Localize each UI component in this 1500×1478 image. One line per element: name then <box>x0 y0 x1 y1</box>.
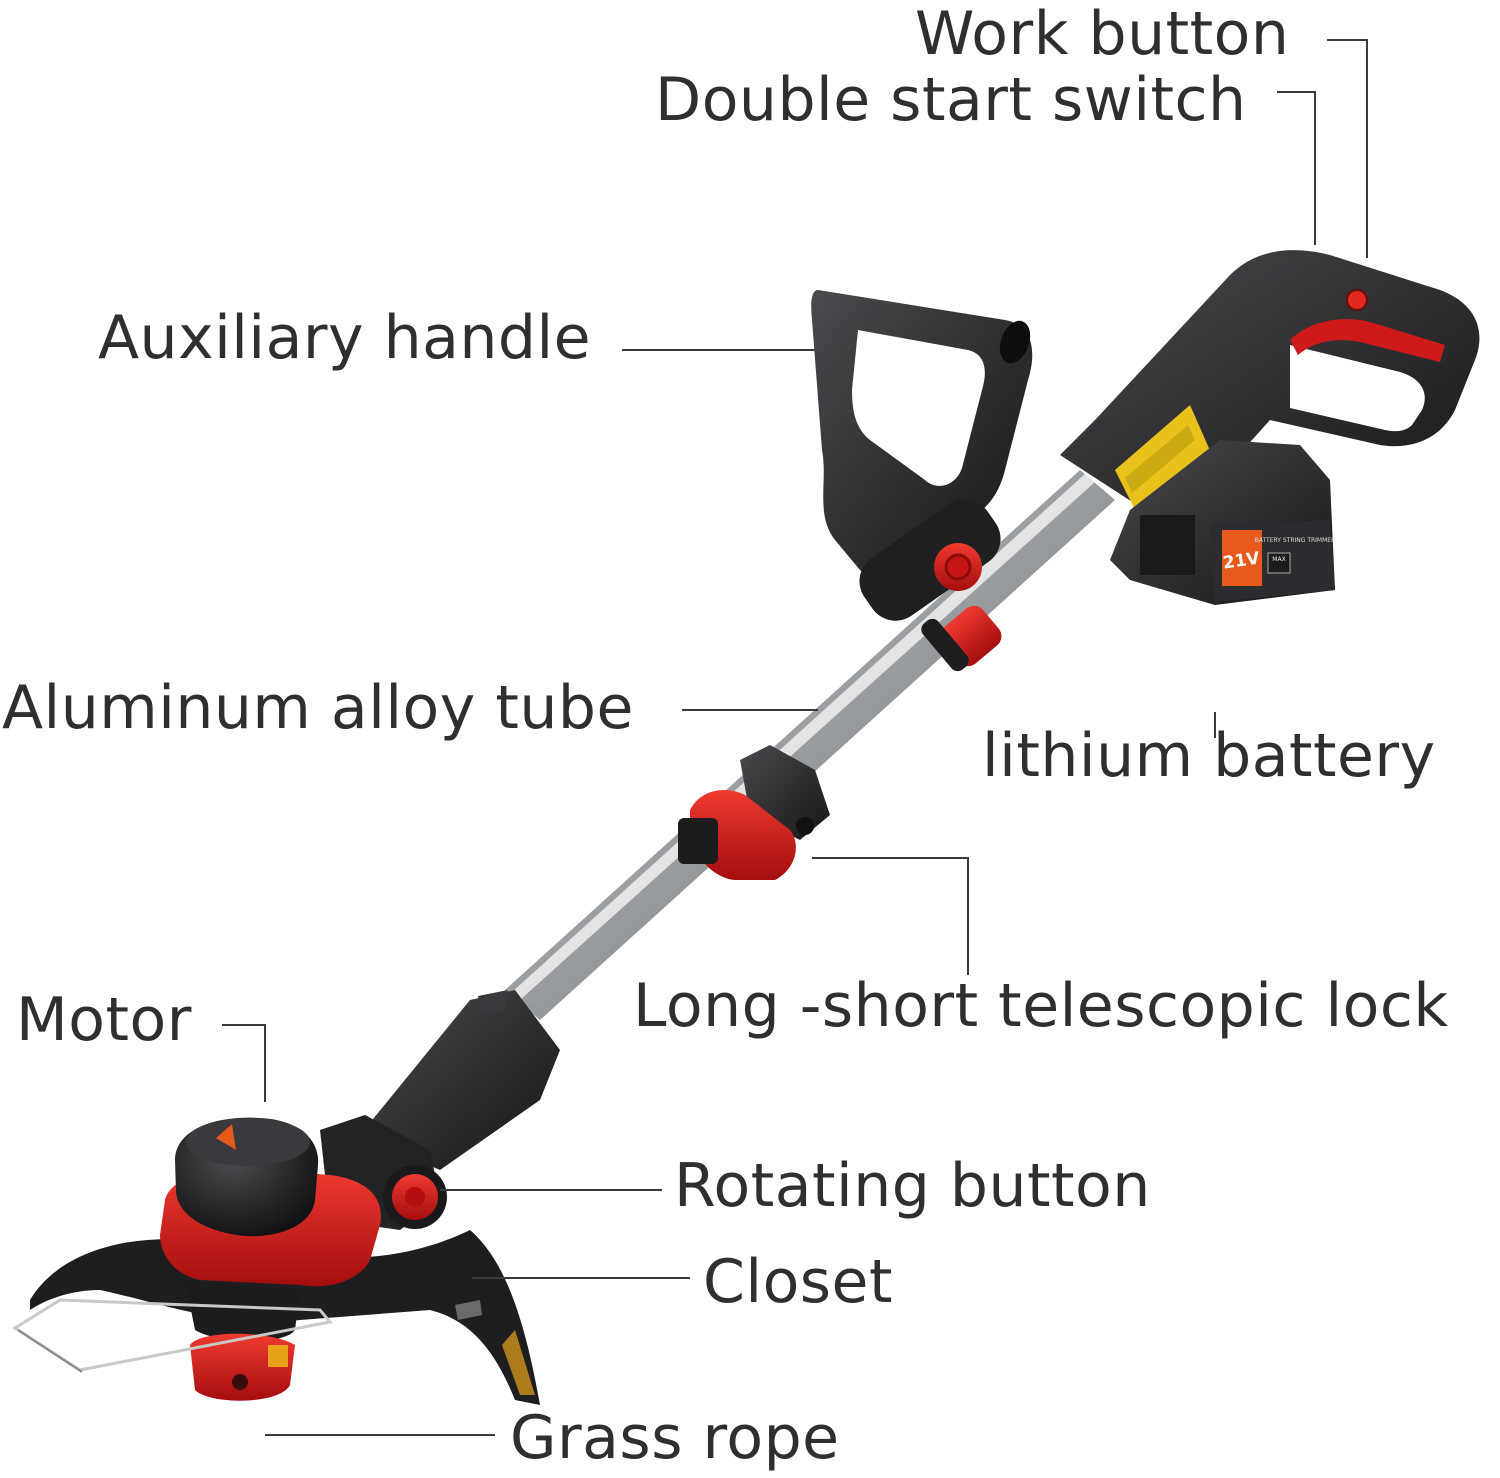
label-telescopic-lock: Long -short telescopic lock <box>633 971 1449 1041</box>
motor-head <box>160 1117 381 1401</box>
label-rotating-button: Rotating button <box>674 1151 1151 1221</box>
label-work-button: Work button <box>915 0 1290 69</box>
label-lithium-battery: lithium battery <box>982 721 1436 791</box>
leader-work-button <box>1327 39 1368 258</box>
label-aluminum-alloy-tube: Aluminum alloy tube <box>2 673 634 743</box>
auxiliary-handle <box>811 290 1033 621</box>
leader-lines <box>222 39 1368 1436</box>
label-motor: Motor <box>16 985 192 1055</box>
leader-double-start-switch <box>1277 91 1316 245</box>
battery-charge-marker-text: MAX <box>1272 556 1285 563</box>
leader-motor <box>222 1024 266 1102</box>
lithium-battery-pack: 21V BATTERY STRING TRIMMER MAX <box>1110 440 1335 605</box>
warning-sticker <box>1115 405 1212 510</box>
grass-rope <box>12 1298 333 1373</box>
rotating-button <box>383 1165 447 1229</box>
label-grass-rope: Grass rope <box>510 1403 840 1473</box>
aluminum-tube <box>505 470 1115 1020</box>
handle-clamp-knobs <box>921 543 1002 672</box>
battery-product-name-text: BATTERY STRING TRIMMER <box>1255 537 1336 544</box>
label-closet: Closet <box>703 1247 893 1317</box>
label-double-start-switch: Double start switch <box>655 65 1247 135</box>
telescopic-lock <box>678 745 830 880</box>
leader-telescopic-lock <box>812 857 969 975</box>
label-auxiliary-handle: Auxiliary handle <box>98 303 592 373</box>
